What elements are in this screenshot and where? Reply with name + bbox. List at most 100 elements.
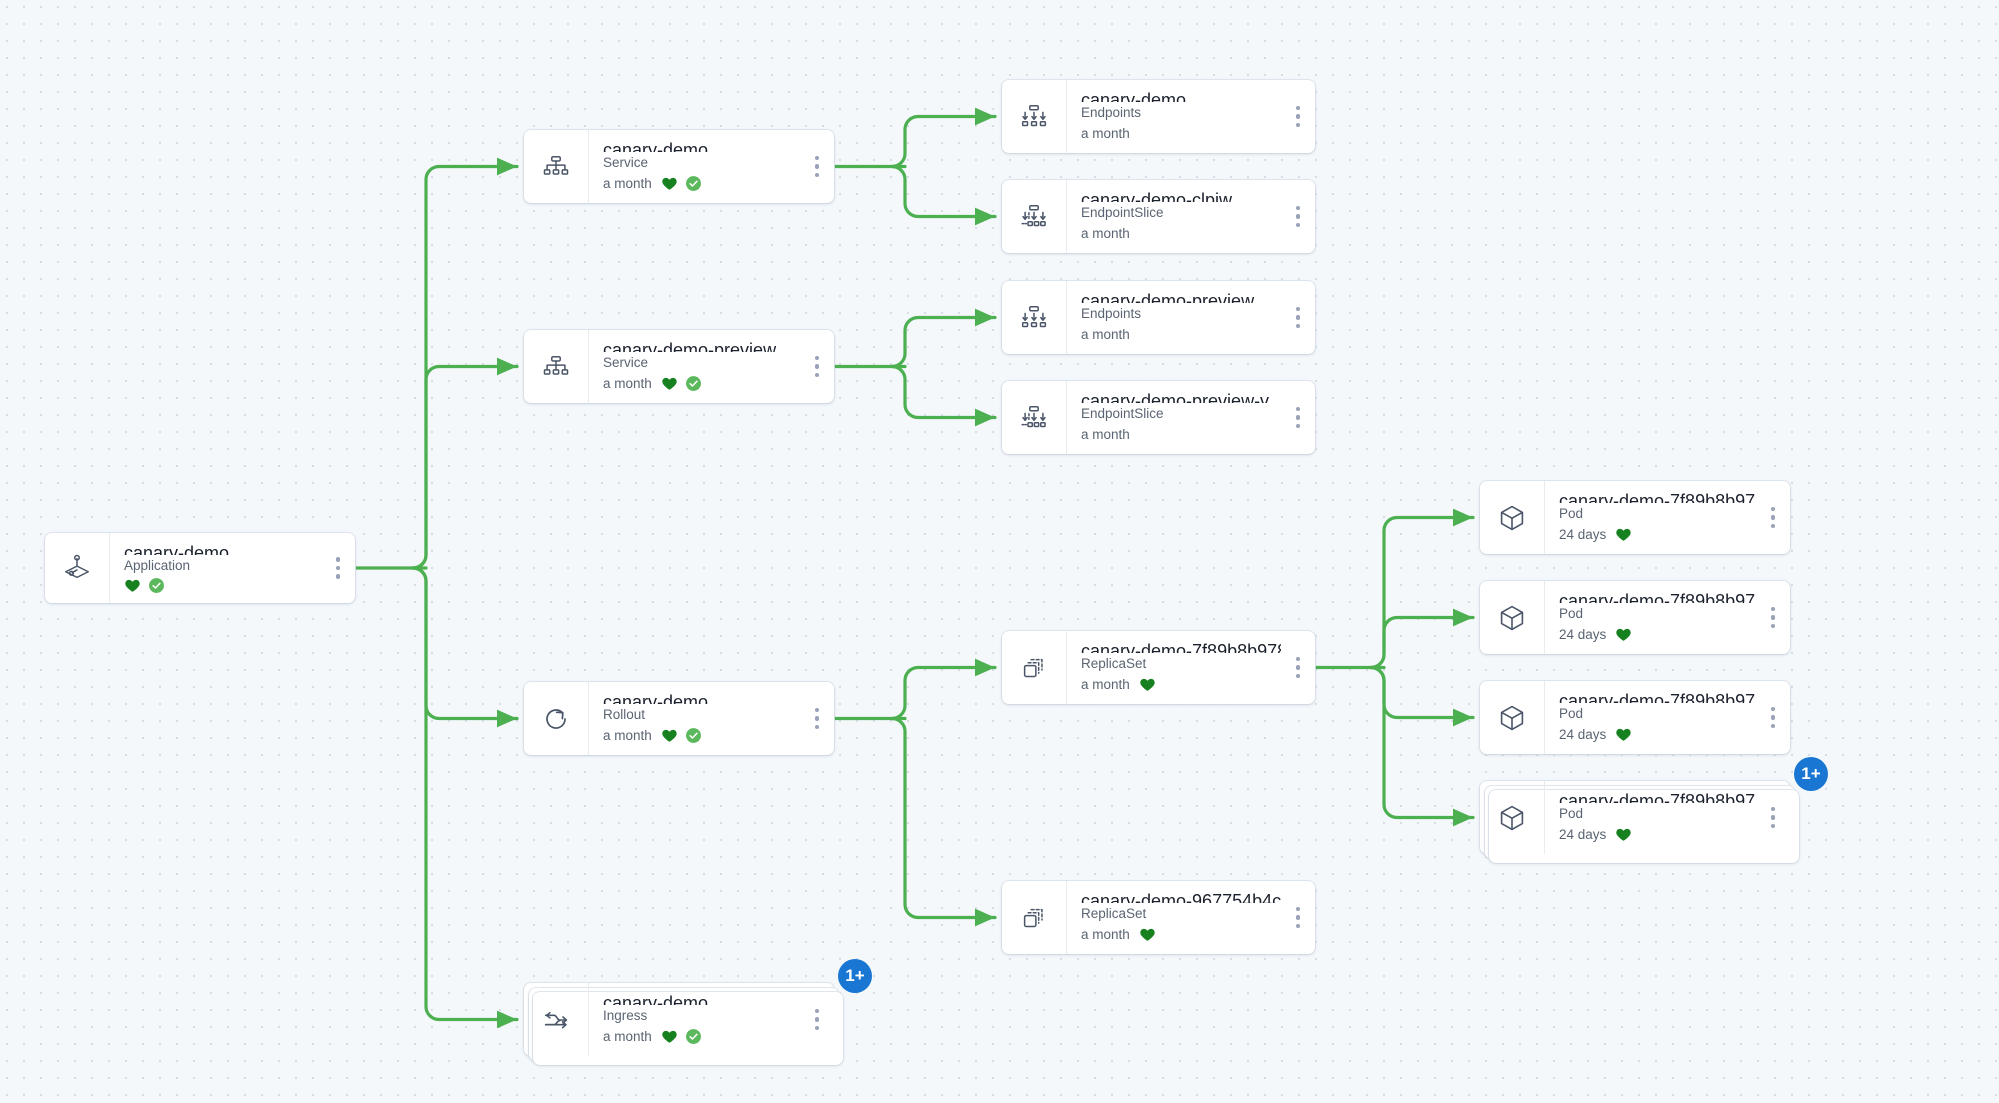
node-menu-button[interactable] [1281,180,1315,253]
node-title: canary-demo [603,692,709,704]
node-age: a month [1081,326,1130,342]
node-age: a month [603,727,652,743]
node-title: canary-demo-7f89b8b978 [1081,641,1281,653]
node-meta-row: a month [1081,124,1281,144]
node-age: a month [603,375,652,391]
edge-connector [411,357,519,570]
endpointslice-icon [1002,180,1066,253]
node-menu-button[interactable] [800,330,834,403]
node-meta-row: a month [603,726,800,746]
resource-node-endpoints[interactable]: canary-demo Endpoints a month [1002,80,1315,153]
node-kind: EndpointSlice [1081,204,1164,220]
node-meta-row [124,577,321,594]
node-menu-button[interactable] [1281,281,1315,354]
node-age: 24 days [1559,626,1607,642]
resource-node-pod[interactable]: canary-demo-7f89b8b97... Pod 24 days [1480,581,1790,654]
argo-application-icon [45,533,109,603]
ingress-icon [524,983,588,1056]
node-age: a month [1081,676,1130,692]
node-status-icons [661,1028,702,1045]
node-status-icons [661,175,702,192]
node-menu-button[interactable] [1756,681,1790,754]
node-title: canary-demo [603,140,709,152]
node-status-icons [661,727,702,744]
node-menu-button[interactable] [321,533,355,603]
node-age: a month [1081,125,1130,141]
edge-connector [1369,665,1475,827]
node-meta-row: a month [1081,425,1281,445]
node-menu-button[interactable] [1756,481,1790,554]
resource-node-application[interactable]: canary-demo Application [45,533,355,603]
node-menu-button[interactable] [1281,381,1315,454]
node-menu-button[interactable] [1756,581,1790,654]
resource-node-replicaset[interactable]: canary-demo-967754b4c ReplicaSet a month [1002,881,1315,954]
endpointslice-icon [1002,381,1066,454]
node-kind: Pod [1559,605,1584,621]
rollout-icon [524,682,588,755]
node-title: canary-demo-7f89b8b97... [1559,491,1756,503]
pod-icon [1480,481,1544,554]
resource-node-ingress[interactable]: canary-demo Ingress a month [524,983,843,1065]
node-title: canary-demo-clpjw [1081,190,1233,202]
node-menu-button[interactable] [800,983,834,1056]
node-menu-button[interactable] [800,682,834,755]
node-meta-row: 24 days [1559,625,1756,645]
node-title: canary-demo [124,543,230,555]
node-menu-button[interactable] [1281,631,1315,704]
resource-node-pod[interactable]: canary-demo-7f89b8b97... Pod 24 days [1480,681,1790,754]
node-menu-button[interactable] [1281,80,1315,153]
node-age: a month [1081,926,1130,942]
node-age: a month [1081,225,1130,241]
node-body: canary-demo-preview Service a month [588,330,800,403]
node-meta-row: 24 days [1559,825,1756,845]
node-title: canary-demo-7f89b8b97... [1559,591,1756,603]
node-body: canary-demo Service a month [588,130,800,203]
node-menu-button[interactable] [1281,881,1315,954]
resource-node-endpoints[interactable]: canary-demo-preview Endpoints a month [1002,281,1315,354]
node-body: canary-demo Application [109,533,321,603]
edge-connector [890,107,997,169]
node-age: a month [1081,426,1130,442]
node-meta-row: a month [1081,675,1281,695]
node-kind: Application [124,557,191,573]
node-body: canary-demo-7f89b8b97... Pod 24 days [1544,581,1756,654]
node-kind: Service [603,154,649,170]
resource-node-service[interactable]: canary-demo Service a month [524,130,834,203]
node-status-icons [1615,726,1632,743]
resource-node-service[interactable]: canary-demo-preview Service a month [524,330,834,403]
pod-icon [1480,781,1544,854]
resource-count-badge[interactable]: 1+ [1794,757,1828,791]
node-title: canary-demo-7f89b8b97... [1559,691,1756,703]
node-kind: EndpointSlice [1081,405,1164,421]
node-meta-row: a month [1081,224,1281,244]
node-body: canary-demo-preview Endpoints a month [1066,281,1281,354]
resource-node-endpointslice[interactable]: canary-demo-preview-v... EndpointSlice a… [1002,381,1315,454]
resource-node-rollout[interactable]: canary-demo Rollout a month [524,682,834,755]
resource-count-badge[interactable]: 1+ [838,959,872,993]
edge-connector [1369,665,1475,727]
node-title: canary-demo-967754b4c [1081,891,1281,903]
node-title: canary-demo-preview-v... [1081,391,1281,403]
node-body: canary-demo-7f89b8b97... Pod 24 days [1544,481,1756,554]
node-age: a month [603,1028,652,1044]
node-menu-button[interactable] [1756,781,1790,854]
edge-connector [890,364,997,427]
node-meta-row: 24 days [1559,525,1756,545]
resource-node-pod[interactable]: canary-demo-7f89b8b97... Pod 24 days [1480,481,1790,554]
node-kind: Service [603,354,649,370]
resource-node-pod[interactable]: canary-demo-7f89b8b97... Pod 24 days [1480,781,1799,863]
node-title: canary-demo [1081,90,1187,102]
node-kind: Endpoints [1081,104,1142,120]
node-status-icons [1139,926,1156,943]
node-kind: Endpoints [1081,305,1142,321]
node-kind: Pod [1559,805,1584,821]
node-kind: Rollout [603,706,646,722]
node-menu-button[interactable] [800,130,834,203]
node-meta-row: a month [603,374,800,394]
node-age: 24 days [1559,526,1607,542]
node-status-icons [1139,676,1156,693]
resource-node-replicaset[interactable]: canary-demo-7f89b8b978 ReplicaSet a mont… [1002,631,1315,704]
node-kind: Pod [1559,705,1584,721]
resource-node-endpointslice[interactable]: canary-demo-clpjw EndpointSlice a month [1002,180,1315,253]
